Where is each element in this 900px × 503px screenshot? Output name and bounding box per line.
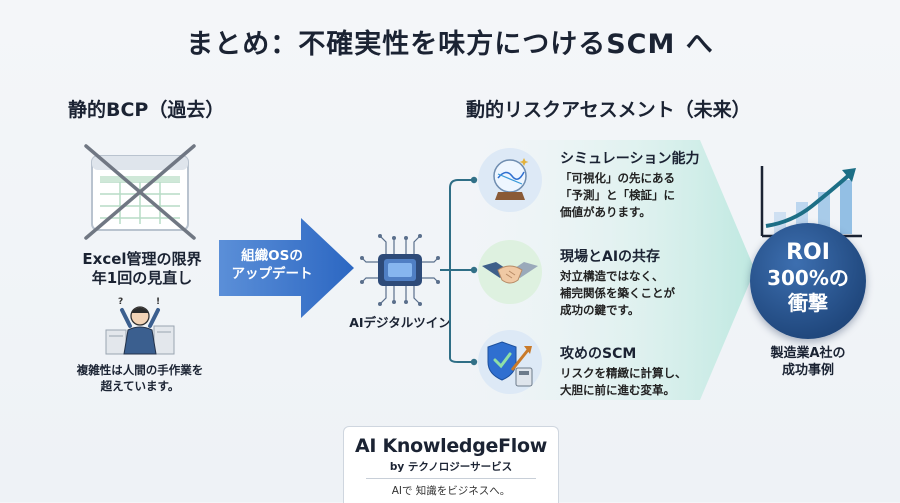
feature-coexist-title: 現場とAIの共存 [560, 249, 661, 265]
arrow-label-line1: 組織OSの [241, 248, 303, 264]
brand-name: AI KnowledgeFlow [354, 435, 548, 457]
feature-offensive-scm-title: 攻めのSCM [560, 346, 637, 362]
roi-label: ROI [786, 240, 830, 265]
brand-logo-box: AI KnowledgeFlow by テクノロジーサービス AIで 知識をビジ… [343, 426, 559, 503]
svg-text:!: ! [156, 297, 160, 307]
svg-text:?: ? [118, 297, 123, 307]
feature-offensive-scm-line: リスクを精緻に計算し、 [560, 366, 687, 380]
brand-tagline: AIで 知識をビジネスへ。 [391, 485, 511, 497]
feature-simulation-title: シミュレーション能力 [560, 151, 700, 167]
feature-simulation-line: 「予測」と「検証」に [560, 188, 675, 202]
complexity-caption-line2: 超えています。 [100, 379, 180, 393]
feature-coexist-line: 成功の鍵です。 [560, 303, 640, 317]
excel-sheet-icon [84, 144, 196, 240]
roi-impact: 衝撃 [788, 291, 828, 315]
complexity-caption-line1: 複雑性は人間の手作業を [76, 363, 204, 377]
feature-simulation-line: 価値があります。 [560, 205, 651, 219]
teal-band-shape [470, 140, 755, 400]
feature-coexist-line: 対立構造ではなく、 [560, 269, 664, 283]
roi-caption-line1: 製造業A社の [770, 346, 846, 361]
brand-by-line: by テクノロジーサービス [389, 461, 513, 473]
feature-simulation-line: 「可視化」の先にある [560, 171, 675, 185]
roi-caption-line2: 成功事例 [781, 363, 834, 378]
feature-offensive-scm-line: 大胆に前に進む変革。 [560, 383, 675, 397]
shield-growth-icon [478, 330, 542, 394]
handshake-icon [478, 240, 542, 304]
static-bcp-heading: 静的BCP（過去） [68, 99, 225, 121]
update-arrow-icon [219, 218, 354, 318]
roi-badge: ROI 300%の 衝撃 [750, 223, 866, 339]
ai-chip-icon [360, 234, 440, 306]
cross-mark-icon [84, 144, 196, 240]
dynamic-risk-heading: 動的リスクアセスメント（未来） [466, 99, 751, 121]
arrow-label-line2: アップデート [231, 266, 313, 282]
annual-review-caption: 年1回の見直し [91, 269, 193, 287]
crystal-ball-icon [478, 148, 542, 212]
page-title: まとめ：不確実性を味方につけるSCM へ [186, 29, 714, 60]
excel-limit-caption: Excel管理の限界 [82, 250, 202, 268]
stressed-worker-icon: ? ! [105, 297, 175, 355]
feature-coexist-line: 補完関係を築くことが [560, 286, 675, 300]
ai-digital-twin-label: AIデジタルツイン [349, 315, 451, 330]
roi-percentage: 300%の [767, 266, 849, 290]
